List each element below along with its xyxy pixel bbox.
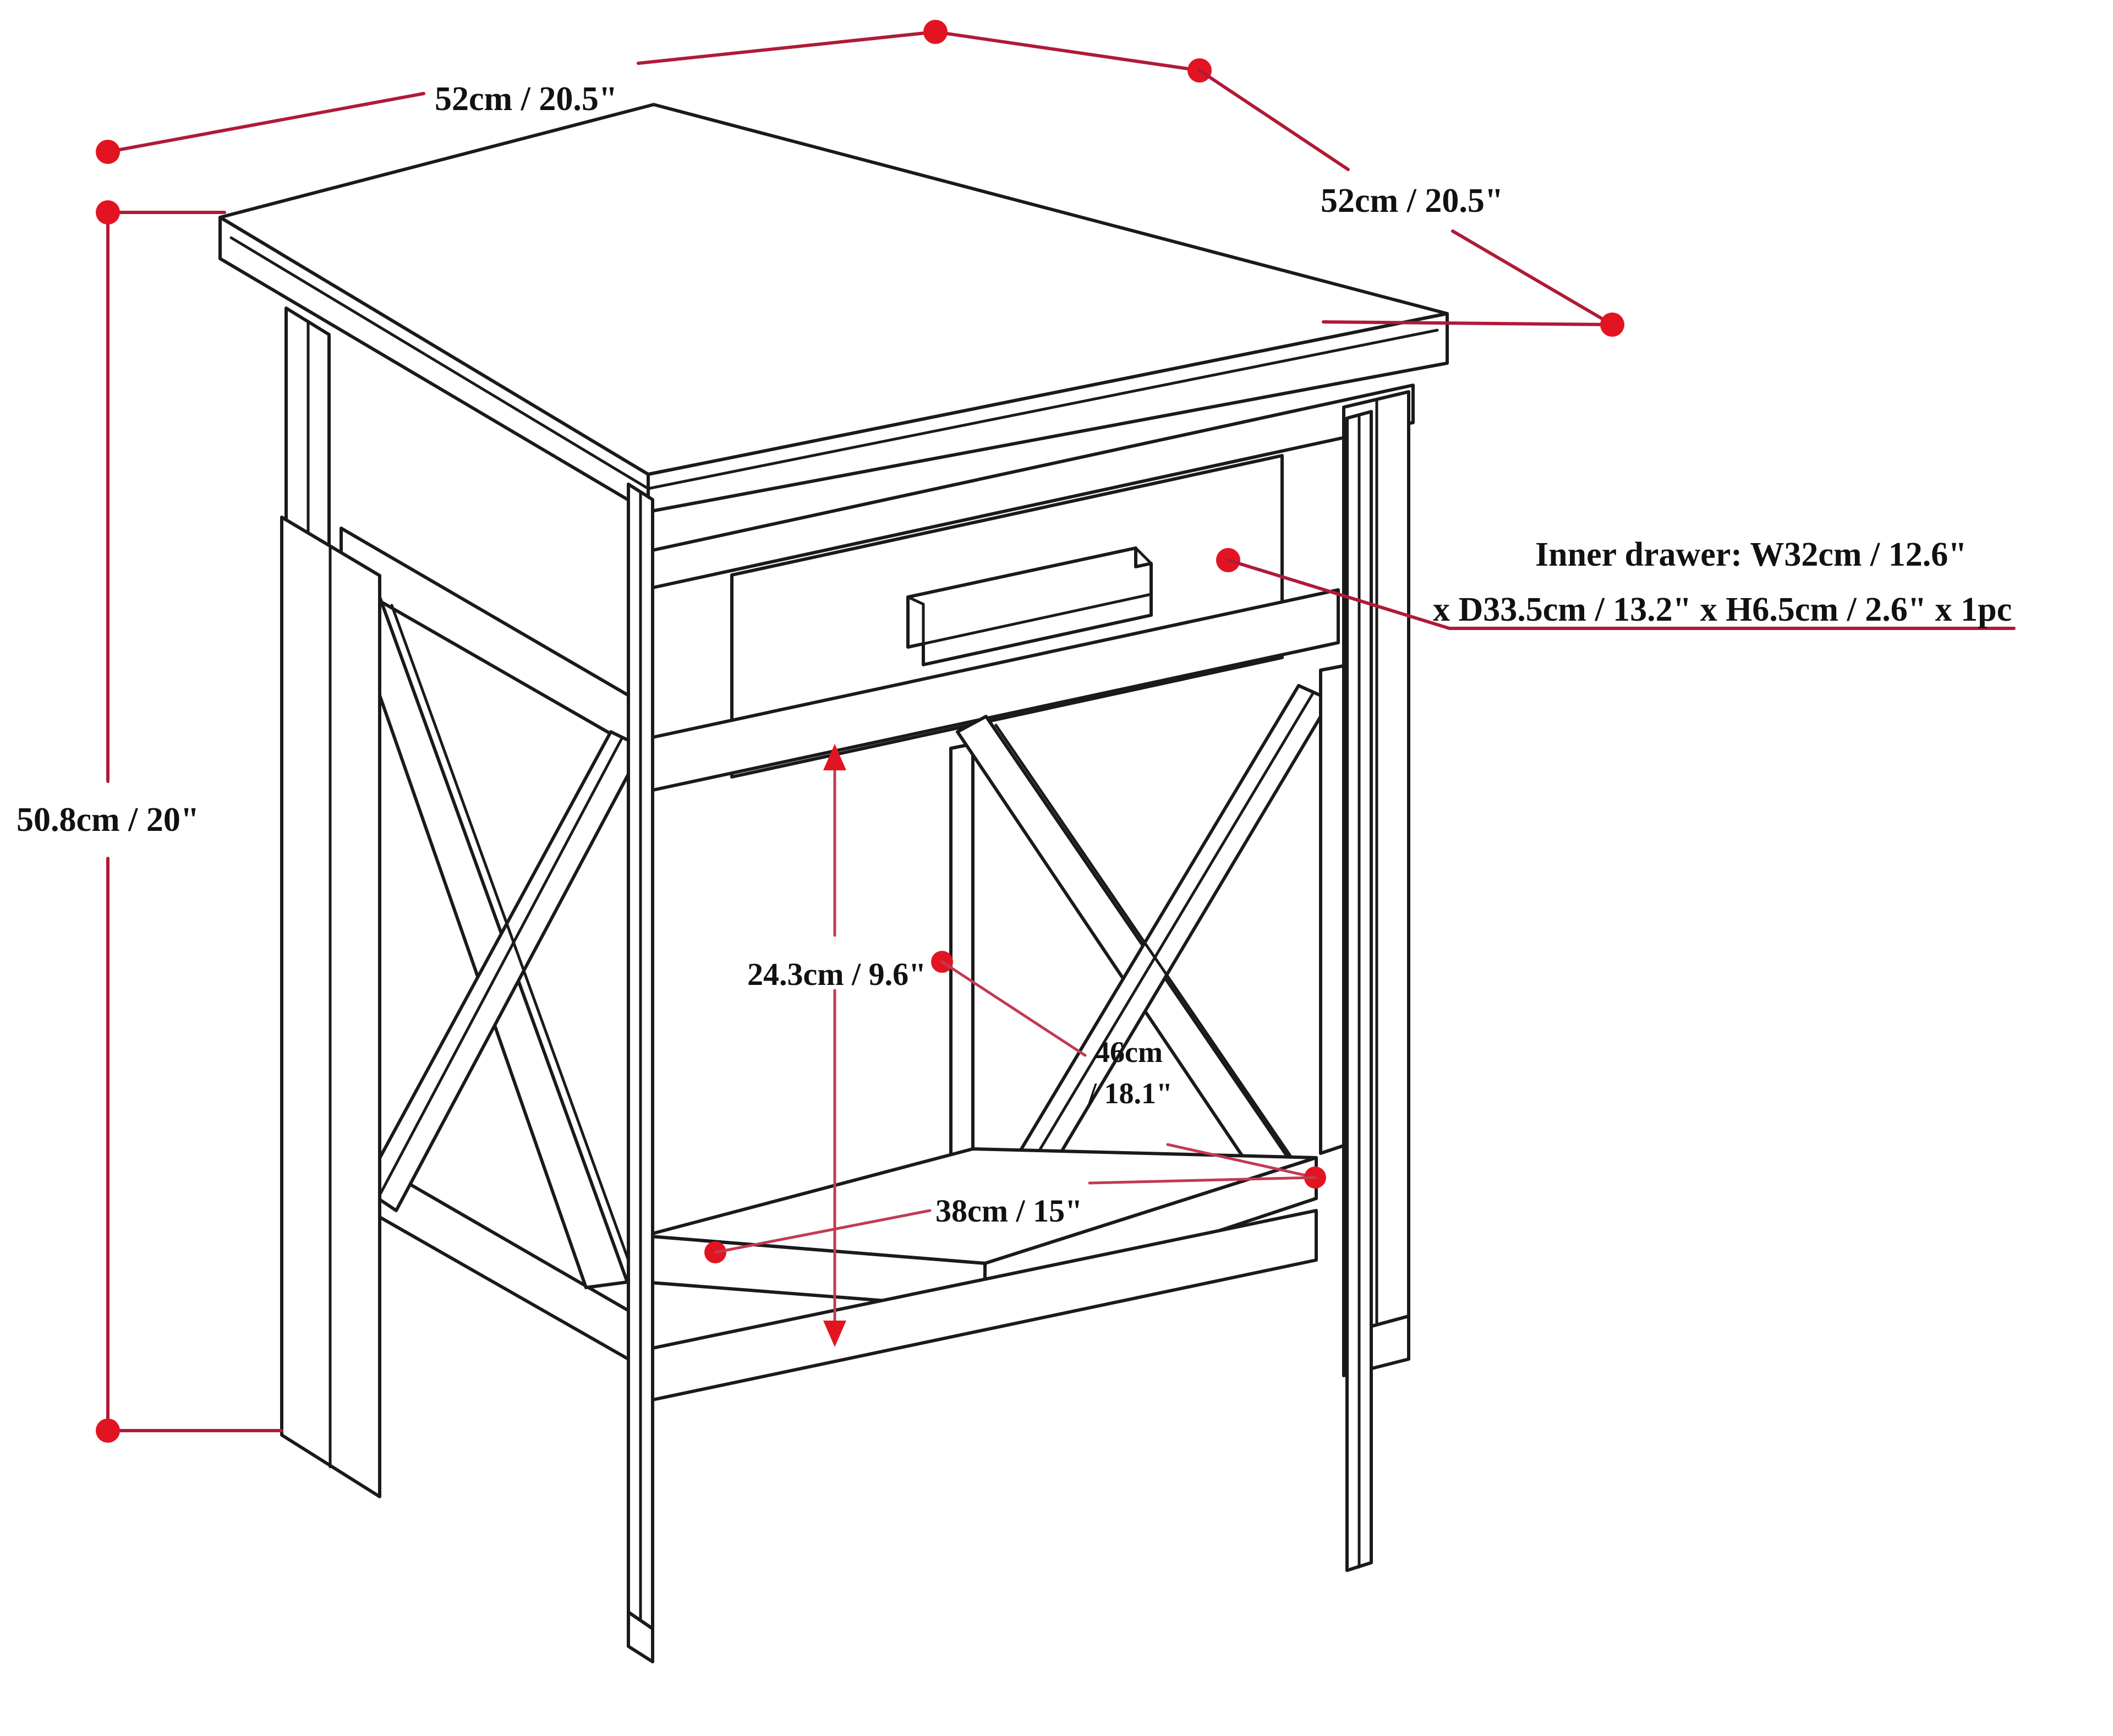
right-x-brace: [949, 664, 1345, 1251]
label-top-width: 52cm / 20.5": [435, 80, 617, 118]
leg-front-left: [280, 516, 381, 1498]
label-overall-height: 50.8cm / 20": [17, 801, 199, 839]
label-inner-drawer-line2: x D33.5cm / 13.2" x H6.5cm / 2.6" x 1pc: [1433, 591, 2012, 628]
dimension-top-depth: 52cm / 20.5": [1198, 69, 1624, 337]
dim-arrowhead-up: [823, 744, 846, 770]
label-shelf-clearance: 24.3cm / 9.6": [747, 956, 926, 992]
label-top-depth: 52cm / 20.5": [1321, 182, 1503, 220]
dimension-shelf-clearance: 24.3cm / 9.6": [747, 744, 926, 1347]
leg-back-right: [1345, 410, 1373, 1572]
dimension-shelf-width: 38cm / 15": [704, 1176, 1317, 1263]
dim-dot-depth-far: [1600, 313, 1624, 337]
dimension-inner-drawer: Inner drawer: W32cm / 12.6" x D33.5cm / …: [1216, 536, 2016, 630]
dimension-shelf-depth: 46cm / 18.1": [931, 951, 1326, 1189]
leg-front-center: [627, 483, 654, 1663]
dim-dot-height-top: [96, 200, 120, 224]
dim-dot-height-bottom: [96, 1419, 120, 1443]
label-inner-drawer-line1: Inner drawer: W32cm / 12.6": [1535, 536, 1967, 573]
dim-dot-top-left: [96, 140, 120, 164]
lower-shelf: [642, 1147, 1318, 1401]
furniture-drawing: [218, 103, 1449, 1663]
table-top: [218, 103, 1449, 513]
left-x-brace: [340, 527, 654, 1410]
dimension-overall-height: 50.8cm / 20": [17, 200, 283, 1443]
label-shelf-depth-line1: 46cm: [1095, 1036, 1163, 1069]
label-shelf-depth-line2: / 18.1": [1088, 1077, 1173, 1110]
drawer-pull-handle: [906, 546, 1153, 666]
dim-arrowhead-down: [823, 1321, 846, 1347]
label-shelf-width: 38cm / 15": [935, 1193, 1082, 1229]
dim-dot-top-mid: [923, 20, 948, 44]
dimension-annotations: 52cm / 20.5" 52cm / 20.5" 50.8cm / 20": [17, 20, 2016, 1443]
